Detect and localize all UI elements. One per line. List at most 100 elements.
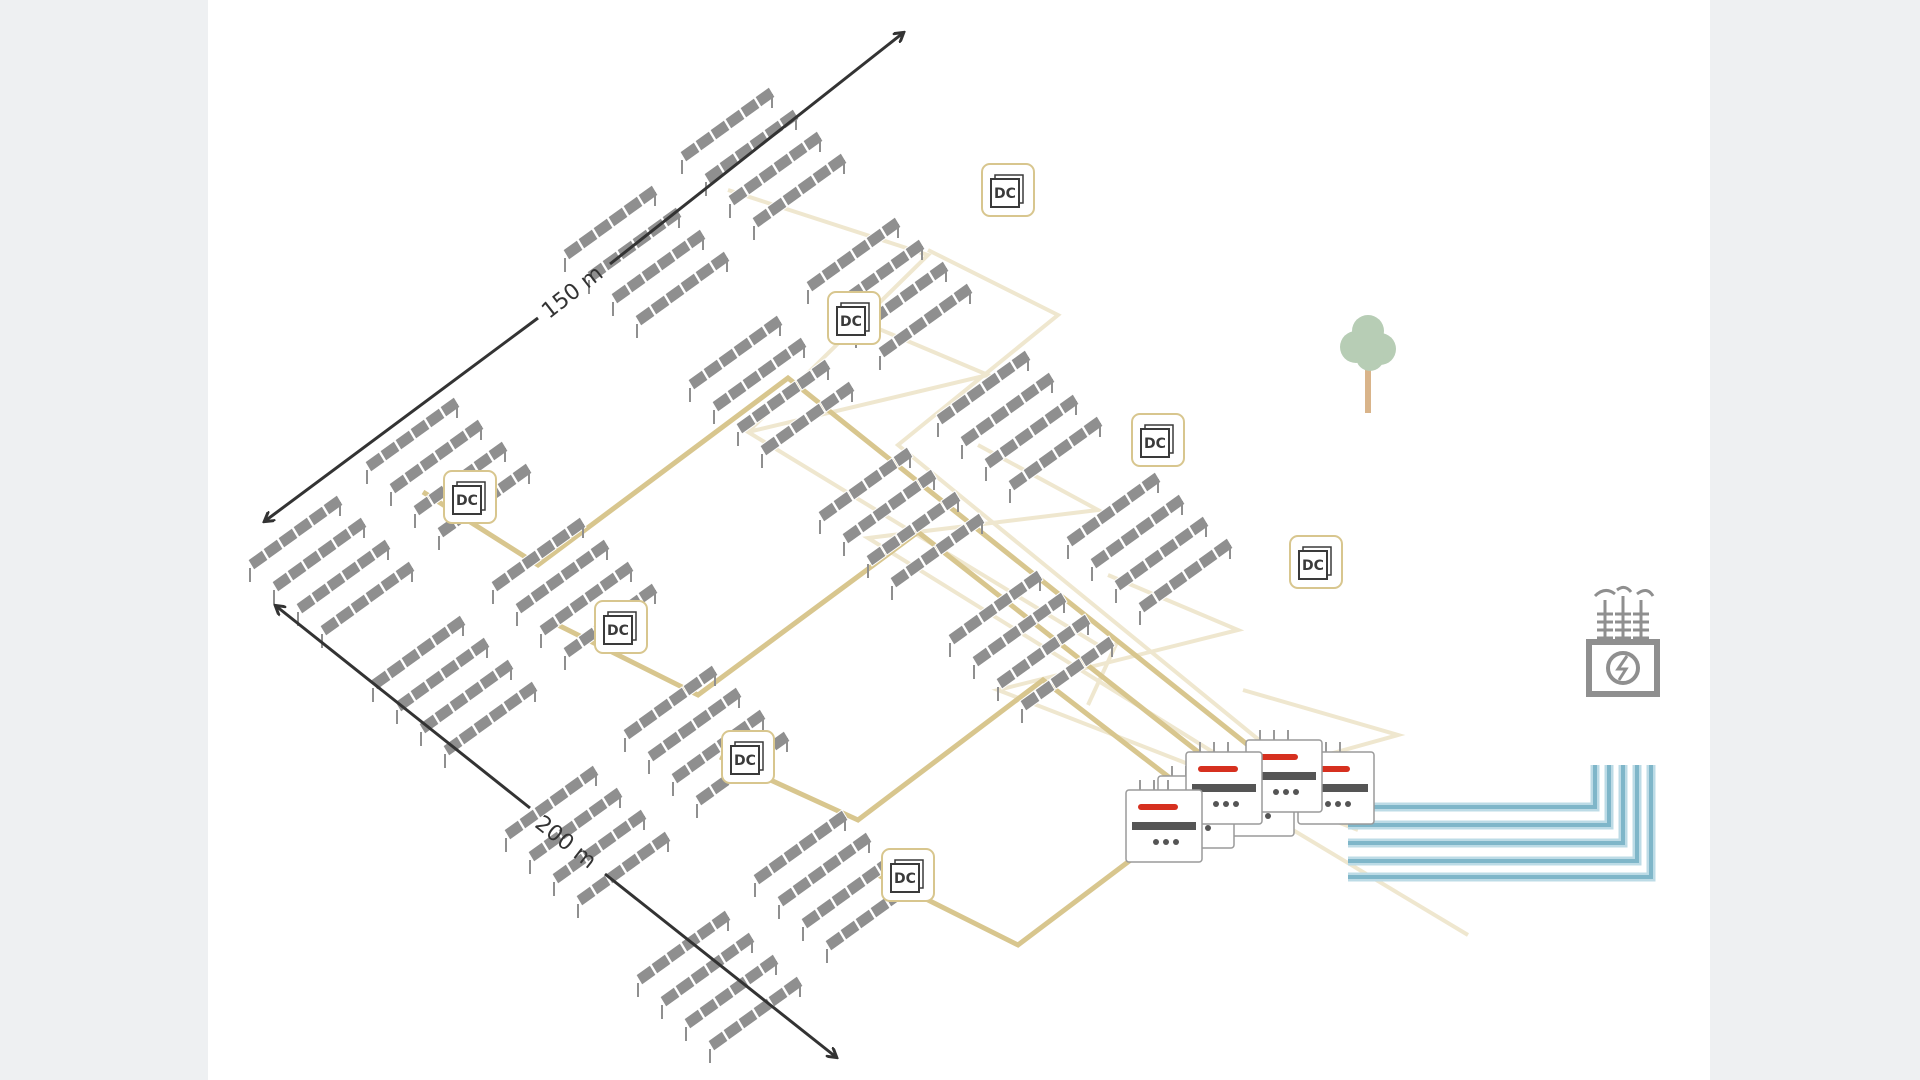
solar-panel bbox=[247, 549, 269, 571]
dimension-arrow-depth: 200 m bbox=[276, 606, 836, 1057]
solar-panel bbox=[538, 615, 560, 637]
solar-panel bbox=[1212, 537, 1234, 559]
solar-panel bbox=[676, 719, 698, 741]
solar-panel bbox=[892, 446, 914, 468]
solar-panel bbox=[370, 538, 392, 560]
solar-panel bbox=[1070, 613, 1092, 635]
solar-panel bbox=[748, 130, 770, 152]
solar-panel bbox=[568, 593, 590, 615]
solar-panel bbox=[685, 228, 707, 250]
solar-panel bbox=[763, 119, 785, 141]
solar-panel bbox=[640, 261, 662, 283]
solar-panel bbox=[439, 658, 461, 680]
solar-panel bbox=[745, 708, 767, 730]
panel-row bbox=[646, 686, 743, 774]
solar-panel bbox=[765, 391, 787, 413]
panel-field bbox=[679, 86, 848, 240]
panel-row bbox=[759, 380, 856, 468]
solar-panel bbox=[1040, 635, 1062, 657]
solar-panel bbox=[907, 315, 929, 337]
solar-panel bbox=[992, 591, 1014, 613]
solar-panel bbox=[1019, 690, 1041, 712]
solar-panel bbox=[635, 841, 657, 863]
solar-panel bbox=[1173, 526, 1195, 548]
panel-row bbox=[947, 569, 1044, 657]
solar-panel bbox=[379, 440, 401, 462]
ac-cable bbox=[1348, 765, 1611, 827]
solar-panel bbox=[959, 426, 981, 448]
solar-panel bbox=[694, 261, 716, 283]
solar-panel bbox=[1022, 569, 1044, 591]
solar-panel bbox=[786, 336, 808, 358]
panel-row bbox=[971, 591, 1068, 679]
dc-cable bbox=[421, 374, 1300, 787]
panel-row bbox=[514, 538, 611, 626]
solar-panel bbox=[901, 479, 923, 501]
solar-panel bbox=[649, 294, 671, 316]
solar-panel bbox=[719, 942, 741, 964]
solar-panel bbox=[791, 875, 813, 897]
solar-panel bbox=[379, 571, 401, 593]
solar-panel bbox=[995, 360, 1017, 382]
solar-panel bbox=[824, 930, 846, 952]
solar-panel bbox=[487, 440, 509, 462]
solar-panel bbox=[529, 582, 551, 604]
solar-panel bbox=[916, 468, 938, 490]
solar-panel bbox=[698, 997, 720, 1019]
solar-panel bbox=[804, 402, 826, 424]
solar-panel bbox=[574, 549, 596, 571]
panel-row bbox=[959, 371, 1056, 459]
solar-panel bbox=[1067, 426, 1089, 448]
solar-panel bbox=[1197, 548, 1219, 570]
solar-panel bbox=[826, 152, 848, 174]
solar-panel bbox=[980, 371, 1002, 393]
solar-panel bbox=[463, 680, 485, 702]
solar-panel bbox=[750, 402, 772, 424]
panel-row bbox=[683, 953, 780, 1041]
panel-field bbox=[817, 446, 986, 600]
solar-panel bbox=[1080, 515, 1102, 537]
panel-row bbox=[562, 184, 659, 272]
panel-field bbox=[687, 314, 856, 468]
solar-panel bbox=[1007, 470, 1029, 492]
solar-panel bbox=[859, 271, 881, 293]
solar-panel bbox=[548, 786, 570, 808]
panel-row bbox=[319, 560, 416, 648]
panel-row bbox=[1065, 471, 1162, 559]
solar-panel bbox=[800, 908, 822, 930]
panel-field bbox=[947, 569, 1116, 723]
solar-panel bbox=[845, 875, 867, 897]
panel-row bbox=[271, 516, 368, 604]
panel-row bbox=[394, 636, 491, 724]
solar-panel bbox=[557, 819, 579, 841]
solar-panel bbox=[1025, 646, 1047, 668]
ac-cable bbox=[1348, 765, 1639, 863]
solar-panel bbox=[796, 174, 818, 196]
solar-panel bbox=[754, 86, 776, 108]
solar-panel bbox=[652, 697, 674, 719]
solar-panel bbox=[892, 326, 914, 348]
solar-panel bbox=[682, 675, 704, 697]
solar-panel bbox=[1143, 548, 1165, 570]
solar-panel bbox=[1037, 448, 1059, 470]
panel-row bbox=[805, 216, 902, 304]
solar-panel bbox=[937, 293, 959, 315]
solar-panel bbox=[758, 953, 780, 975]
solar-panel bbox=[527, 841, 549, 863]
solar-panel bbox=[847, 479, 869, 501]
solar-panel bbox=[445, 614, 467, 636]
solar-panel bbox=[650, 953, 672, 975]
solar-panel bbox=[695, 920, 717, 942]
solar-panel bbox=[782, 842, 804, 864]
solar-panel bbox=[751, 207, 773, 229]
solar-panel bbox=[472, 451, 494, 473]
solar-panel bbox=[949, 523, 971, 545]
solar-panel bbox=[1158, 537, 1180, 559]
solar-panel bbox=[883, 293, 905, 315]
panel-row bbox=[983, 393, 1080, 481]
solar-panel bbox=[998, 437, 1020, 459]
solar-panel bbox=[986, 635, 1008, 657]
solar-panel bbox=[457, 724, 479, 746]
dc-cable bbox=[718, 676, 1220, 823]
